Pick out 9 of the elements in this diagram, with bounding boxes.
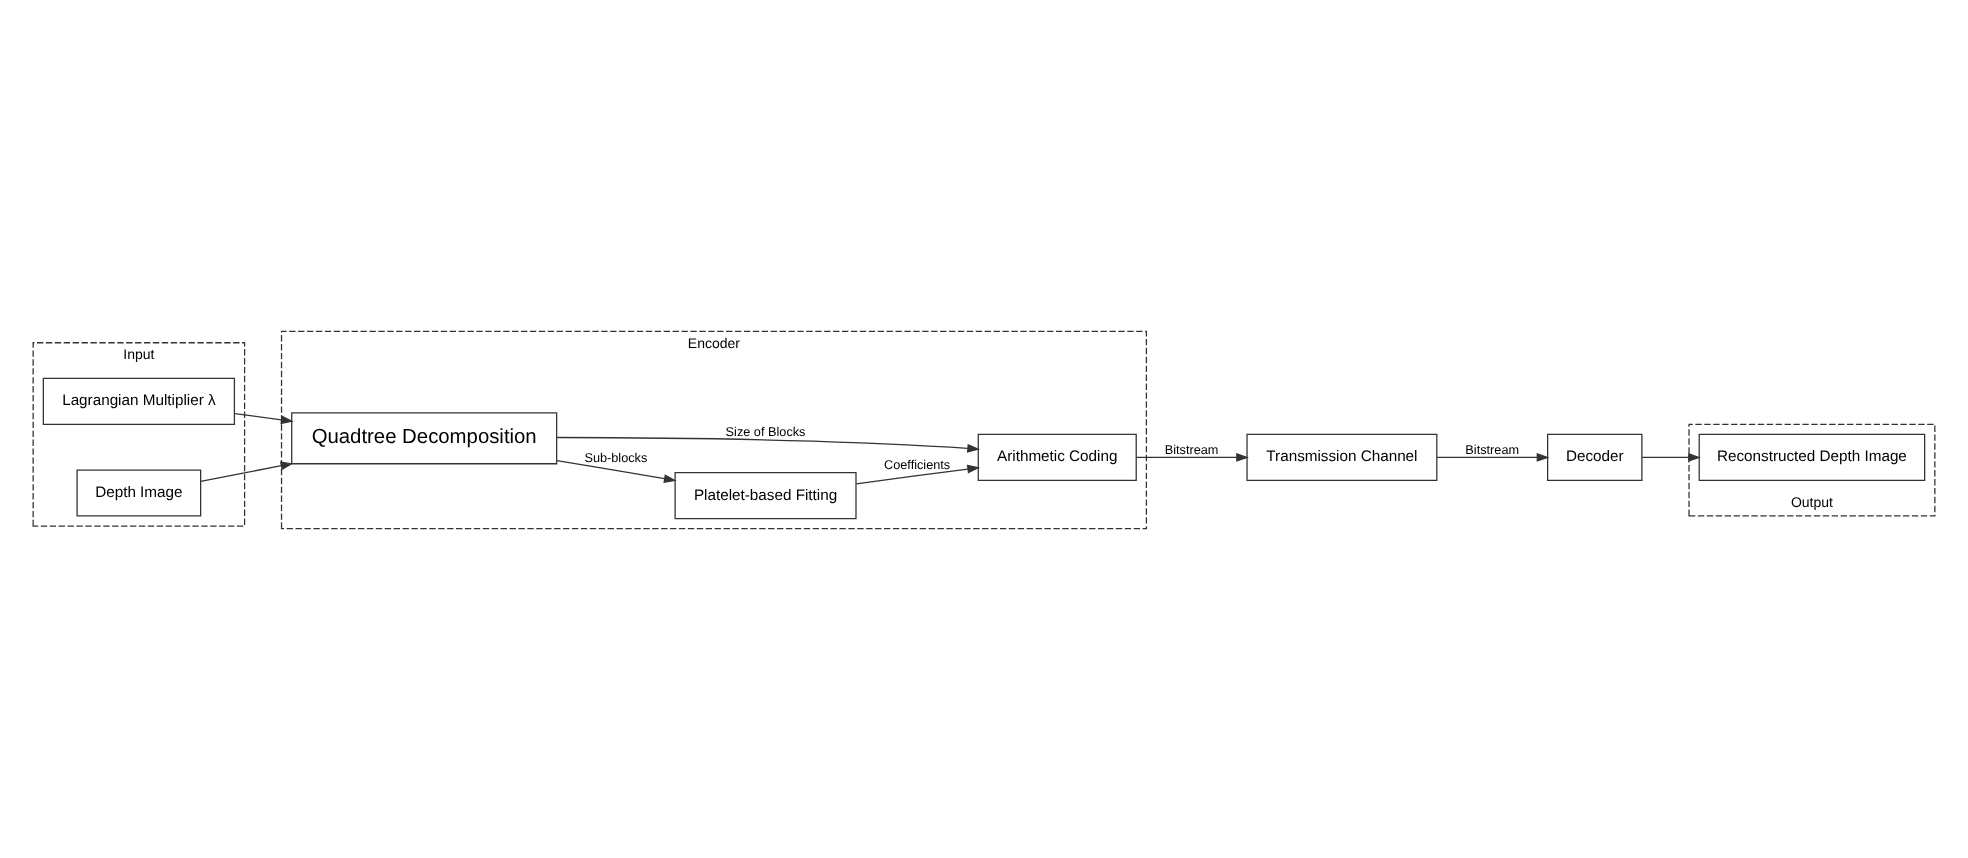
arrow [855,463,981,484]
arrow [556,435,980,452]
arrow [1436,451,1550,461]
arrow [1641,451,1701,461]
arrow [234,412,294,424]
arrow [200,460,294,481]
arrow [1135,451,1249,461]
arrow [556,458,677,483]
node-box: Quadtree Decomposition [291,411,558,464]
